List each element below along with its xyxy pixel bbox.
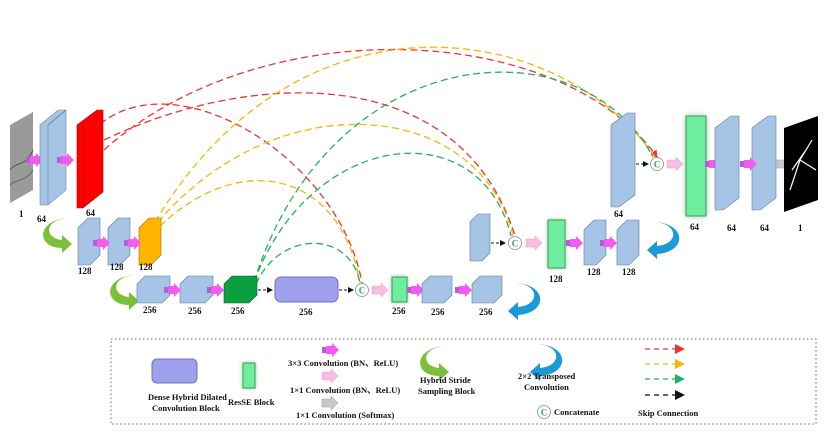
label: 256 [392, 306, 406, 316]
label: 128 [139, 262, 153, 272]
skip-red-bottom [99, 103, 363, 284]
concat-icon [650, 157, 664, 171]
lpink-icon [525, 235, 543, 251]
input-label: 1 [19, 209, 24, 219]
dense-hybrid-dilated-block [274, 276, 339, 303]
label: 3×3 Convolution (BN、ReLU) [288, 358, 398, 368]
transposed-conv-icon [647, 222, 680, 259]
legend: Dense Hybrid Dilated Convolution Block R… [110, 338, 817, 425]
label: 128 [587, 267, 601, 277]
concat-icon [508, 236, 522, 250]
label: 1 [798, 223, 803, 233]
pink-icon [566, 236, 583, 250]
skip-yellow-top [154, 46, 656, 223]
output-segmentation [784, 116, 818, 212]
label: 1×1 Convolution (BN、ReLU) [290, 385, 400, 395]
label: 64 [690, 222, 700, 232]
enc-l1-output-red [76, 109, 104, 209]
label: 64 [37, 214, 47, 224]
gray-icon [321, 395, 339, 411]
label: Concatenate [554, 407, 600, 417]
label: Sampling Block [418, 386, 476, 396]
label: ResSE Block [228, 397, 275, 407]
label: Convolution Block [152, 403, 220, 413]
skip-green-bottom [255, 242, 361, 285]
label: 256 [231, 306, 245, 316]
skip-yellow-bottom [159, 180, 361, 284]
skip-red-mid [103, 92, 516, 237]
label: Dense Hybrid Dilated [148, 392, 227, 402]
label: 2×2 Transposed [518, 371, 575, 381]
label: 256 [188, 306, 202, 316]
label: 256 [299, 307, 313, 317]
enc-l1-block [39, 109, 67, 206]
skip-red-top [103, 48, 658, 159]
lpink-icon [666, 156, 684, 172]
label: 64 [86, 208, 96, 218]
label: 256 [479, 307, 493, 317]
skip-green-top [253, 71, 654, 283]
lpink-icon [321, 368, 339, 384]
label: 64 [614, 209, 624, 219]
label: 1×1 Convolution (Softmax) [296, 410, 395, 420]
resse-block [685, 115, 707, 217]
skip-green-mid [253, 152, 512, 283]
label: 64 [727, 223, 737, 233]
pink-icon [407, 283, 424, 297]
resse-block [547, 219, 566, 269]
pink-icon [322, 343, 339, 357]
lpink-icon [371, 282, 389, 298]
input-image [9, 112, 34, 203]
cc-icon [537, 405, 551, 419]
label: Hybrid Stride [420, 375, 471, 385]
enc-l3-output-green [223, 275, 258, 304]
label: Convolution [524, 382, 569, 392]
concat-icon [355, 283, 369, 297]
label: 128 [110, 262, 124, 272]
label: Skip Connection [638, 408, 698, 418]
skip-connections [99, 46, 658, 285]
hybrid-stride-icon [110, 275, 139, 310]
transposed-conv-icon [508, 283, 541, 320]
hybrid-stride-icon [43, 218, 72, 253]
skip-yellow-mid [157, 123, 514, 237]
label: 64 [760, 223, 770, 233]
enc-l2-output-orange [138, 217, 162, 266]
label: 256 [431, 307, 445, 317]
label: 128 [549, 274, 563, 284]
label: 128 [622, 267, 636, 277]
label: 128 [78, 266, 92, 276]
resse-block [391, 276, 408, 303]
pink-icon [455, 283, 472, 297]
label: 256 [143, 305, 157, 315]
